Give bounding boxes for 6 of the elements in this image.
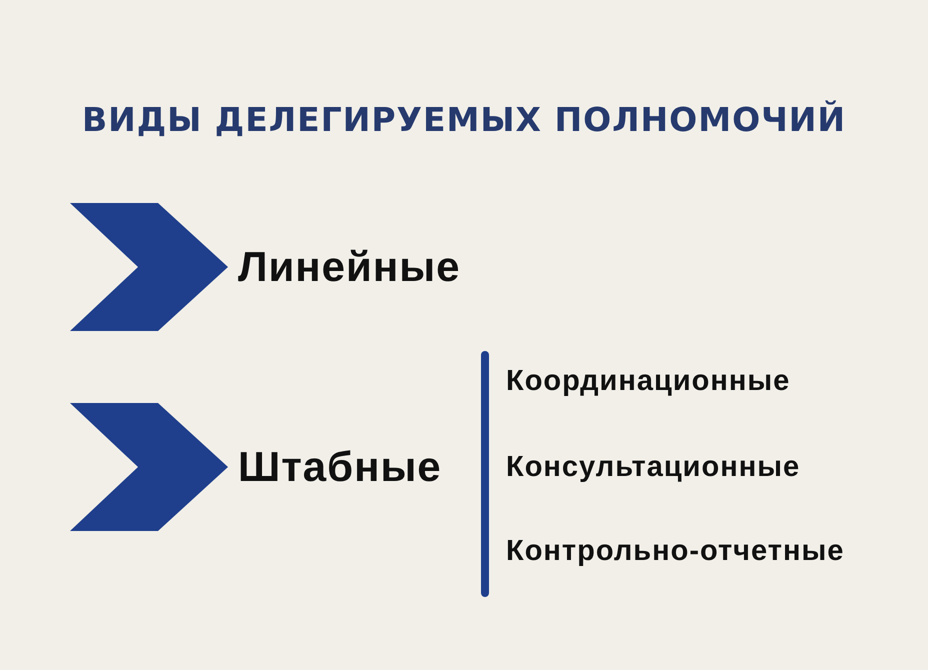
item-label: Штабные <box>238 443 442 491</box>
title: ВИДЫ ДЕЛЕГИРУЕМЫХ ПОЛНОМОЧИЙ <box>82 100 846 139</box>
item-label: Контрольно-отчетные <box>506 535 844 568</box>
item-label: Консультационные <box>506 451 800 484</box>
item-label: Координационные <box>506 365 790 398</box>
item-label: Линейные <box>238 243 460 291</box>
